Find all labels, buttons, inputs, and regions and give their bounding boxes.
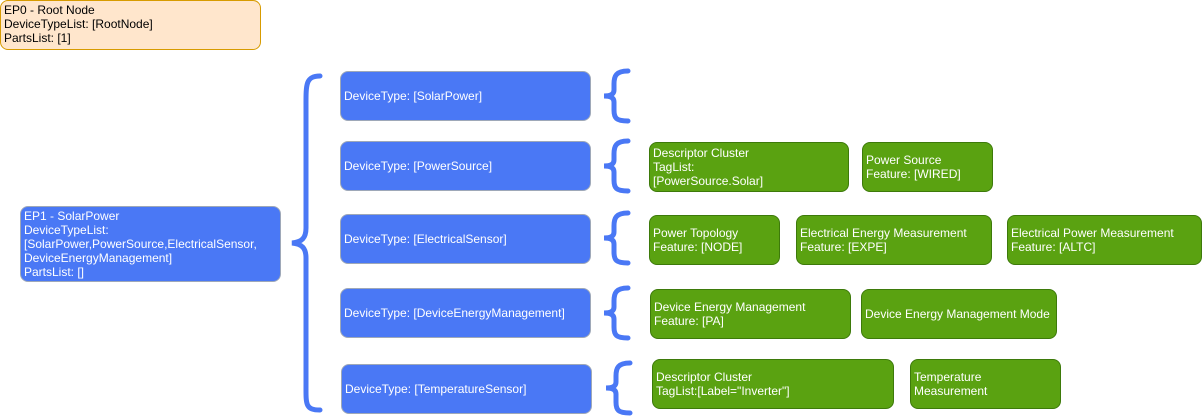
cluster-line: Electrical Energy Measurement xyxy=(800,226,967,240)
cluster-device-energy-management: Device Energy Management Feature: [PA] xyxy=(650,289,851,339)
cluster-line: Electrical Power Measurement xyxy=(1011,226,1174,240)
device-type-label: DeviceType: [ElectricalSensor] xyxy=(344,232,507,246)
ep1-title: EP1 - SolarPower xyxy=(24,209,120,223)
cluster-line: Descriptor Cluster xyxy=(656,370,753,384)
ep1-device-type-list-line2: DeviceEnergyManagement] xyxy=(24,251,173,265)
device-type-temperature-sensor: DeviceType: [TemperatureSensor] xyxy=(341,364,592,414)
cluster-line: Device Energy Management xyxy=(654,300,806,314)
ep1-device-type-list-label: DeviceTypeList: xyxy=(24,223,109,237)
cluster-line: Feature: [ALTC] xyxy=(1011,240,1096,254)
cluster-temperature-measurement: Temperature Measurement xyxy=(910,359,1061,409)
brace-power-source xyxy=(603,138,631,194)
device-type-power-source: DeviceType: [PowerSource] xyxy=(340,141,591,191)
device-type-solar-power: DeviceType: [SolarPower] xyxy=(340,71,591,121)
cluster-line: Temperature Measurement xyxy=(914,370,988,398)
cluster-electrical-power-measurement: Electrical Power Measurement Feature: [A… xyxy=(1007,215,1202,265)
device-type-label: DeviceType: [DeviceEnergyManagement] xyxy=(344,306,565,320)
cluster-descriptor-temperature-sensor: Descriptor Cluster TagList:[Label="Inver… xyxy=(652,359,894,409)
cluster-power-source: Power Source Feature: [WIRED] xyxy=(862,142,993,192)
root-node-box: EP0 - Root Node DeviceTypeList: [RootNod… xyxy=(0,0,261,50)
cluster-line: TagList:[Label="Inverter"] xyxy=(656,384,790,398)
root-node-device-type-list: DeviceTypeList: [RootNode] xyxy=(4,17,153,31)
ep1-solar-power-box: EP1 - SolarPower DeviceTypeList: [SolarP… xyxy=(20,206,281,282)
brace-temperature-sensor xyxy=(605,360,633,416)
cluster-power-topology: Power Topology Feature: [NODE] xyxy=(649,215,780,265)
cluster-line: Power Topology xyxy=(653,226,739,240)
brace-solar-power xyxy=(603,68,631,124)
cluster-line: Feature: [EXPE] xyxy=(800,240,887,254)
cluster-line: Feature: [WIRED] xyxy=(866,167,961,181)
device-type-label: DeviceType: [SolarPower] xyxy=(344,89,483,103)
cluster-line: Descriptor Cluster xyxy=(653,146,750,160)
cluster-line: Feature: [NODE] xyxy=(653,240,743,254)
cluster-electrical-energy-measurement: Electrical Energy Measurement Feature: [… xyxy=(796,215,992,265)
cluster-line: Feature: [PA] xyxy=(654,314,724,328)
brace-device-energy-management xyxy=(603,285,631,341)
cluster-descriptor-power-source: Descriptor Cluster TagList: [PowerSource… xyxy=(649,142,849,192)
ep1-device-type-list-line1: [SolarPower,PowerSource,ElectricalSensor… xyxy=(24,237,257,251)
device-type-label: DeviceType: [TemperatureSensor] xyxy=(345,382,527,396)
ep1-brace xyxy=(291,73,323,413)
brace-electrical-sensor xyxy=(603,210,631,266)
cluster-device-energy-management-mode: Device Energy Management Mode xyxy=(861,289,1057,339)
cluster-line: Power Source xyxy=(866,153,942,167)
root-node-title: EP0 - Root Node xyxy=(4,3,95,17)
device-type-label: DeviceType: [PowerSource] xyxy=(344,159,493,173)
cluster-line: Device Energy Management Mode xyxy=(865,307,1050,321)
ep1-parts-list: PartsList: [] xyxy=(24,265,85,279)
cluster-line: TagList: xyxy=(653,160,695,174)
cluster-line: [PowerSource.Solar] xyxy=(653,174,764,188)
device-type-electrical-sensor: DeviceType: [ElectricalSensor] xyxy=(340,214,591,264)
device-type-device-energy-management: DeviceType: [DeviceEnergyManagement] xyxy=(340,288,591,338)
root-node-parts-list: PartsList: [1] xyxy=(4,31,71,45)
